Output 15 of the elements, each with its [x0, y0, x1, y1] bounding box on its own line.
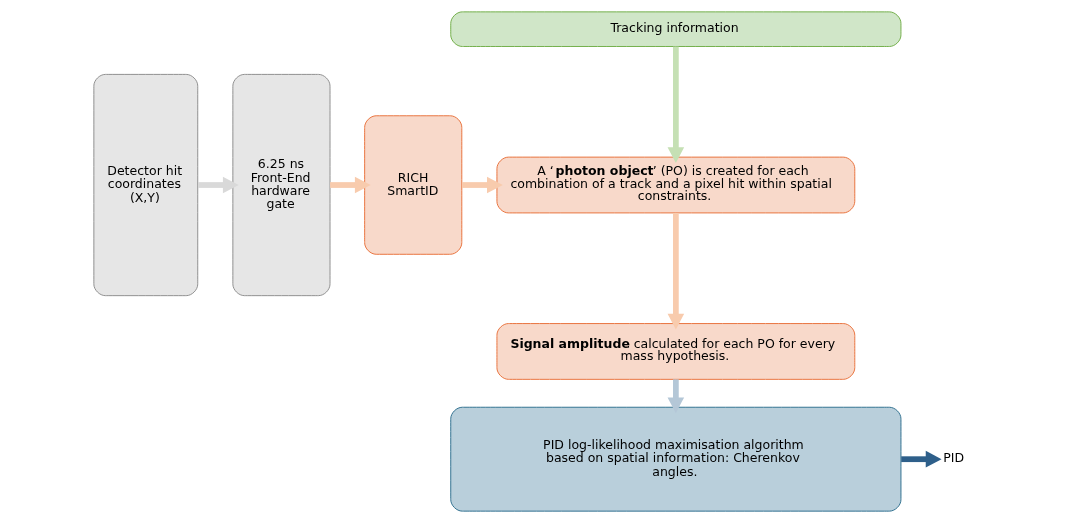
arrow: [667, 46, 684, 164]
arrow: [329, 176, 371, 194]
node-box: Detector hit coordinates (X,Y): [92, 73, 198, 297]
node-text: PID: [942, 450, 964, 466]
arrow: [667, 379, 684, 414]
arrow: [197, 176, 239, 194]
arrow: [667, 213, 684, 330]
node-box: PID log-likelihood maximisation algorithm based on spatial information: Cherenkov angles.: [449, 406, 901, 512]
node-box: A ‘photon object’ (PO) is created for each combination of a track and a pixel hit within spatial constraints.: [495, 156, 855, 214]
arrow: [461, 176, 503, 194]
node-box: RICH SmartID: [363, 115, 462, 255]
node-box: 6.25 ns Front-End hardware gate: [231, 73, 330, 297]
node-box: Signal amplitude calculated for each PO for every mass hypothesis.: [495, 323, 855, 380]
arrow: [900, 450, 942, 468]
node-box: Tracking information: [449, 11, 901, 47]
